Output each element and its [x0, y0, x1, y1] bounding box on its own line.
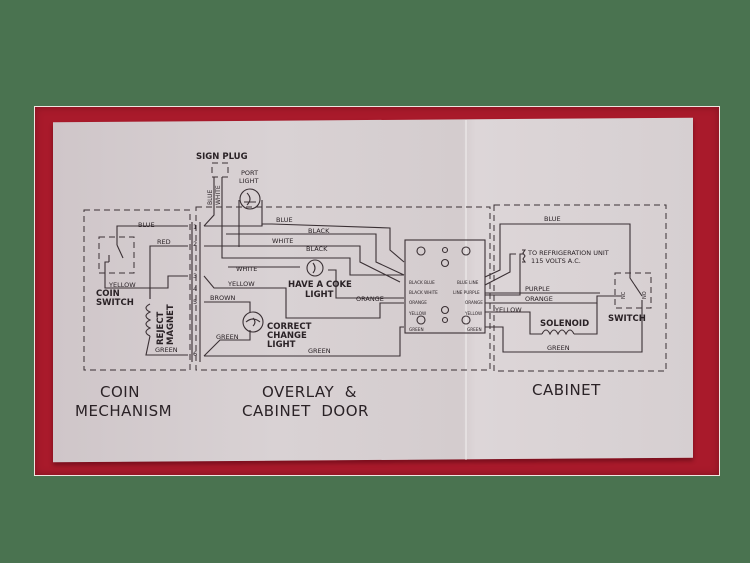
- wire-label-red: RED: [157, 238, 171, 246]
- refrigeration-label: TO REFRIGERATION UNIT: [527, 249, 609, 257]
- wire-label-door-white: WHITE: [272, 237, 293, 245]
- coin-mechanism-title-2: MECHANISM: [75, 402, 172, 420]
- sign-plug-label: SIGN PLUG: [196, 152, 248, 162]
- coke-light-bulb-icon: [306, 259, 324, 277]
- sheet-fold-line: [465, 120, 467, 460]
- sign-plug-icon: [211, 162, 229, 178]
- wire-label-door-blue: BLUE: [276, 216, 293, 224]
- door-wiring: BLUE BLACK WHITE BLACK WHITE YELLOW ORAN…: [203, 216, 405, 357]
- junction-row-3-left: ORANGE: [409, 300, 427, 305]
- change-light-label-2: CHANGE: [267, 331, 307, 341]
- junction-row-1-left: BLACK BLUE: [409, 280, 435, 285]
- wire-label-cab-yellow: YELLOW: [494, 306, 522, 314]
- terminal-4: 4: [193, 285, 197, 293]
- change-light-label: CORRECT: [267, 322, 312, 332]
- junction-row-3-right: ORANGE: [465, 300, 483, 305]
- coin-mechanism-box: [83, 209, 191, 371]
- coin-switch-label: COIN: [96, 289, 120, 299]
- sign-plug-group: SIGN PLUG BLUE WHITE PORT LIGHT: [196, 152, 263, 259]
- wire-label-cab-orange: ORANGE: [525, 295, 553, 303]
- section-boxes: [83, 204, 667, 372]
- terminal-6: 6: [193, 350, 197, 358]
- reject-magnet-label: REJECT: [156, 311, 166, 345]
- wire-label-door-green-2: GREEN: [308, 347, 331, 355]
- junction-box: BLACK BLUE BLUE LINE BLACK WHITE LINE PU…: [404, 239, 486, 334]
- junction-row-1-right: BLUE LINE: [457, 280, 479, 285]
- port-light-label: PORT: [241, 169, 258, 177]
- wire-label-door-yellow: YELLOW: [227, 280, 255, 288]
- reject-magnet-coil-icon: [145, 303, 152, 337]
- port-light-bulb-icon: [239, 188, 261, 210]
- change-light-bulb-icon: [242, 311, 264, 333]
- wire-label-cab-purple: PURPLE: [525, 285, 550, 293]
- wire-label-door-black-2: BLACK: [306, 245, 328, 253]
- terminal-5: 5: [193, 298, 197, 306]
- cabinet-box: [493, 204, 667, 372]
- wire-label-sign-white: WHITE: [215, 185, 222, 205]
- coin-switch-box: [98, 236, 135, 274]
- wire-label-door-brown: BROWN: [210, 294, 236, 302]
- terminal-strip: 1 2 3 4 5 6: [191, 222, 201, 362]
- solenoid-label: SOLENOID: [540, 319, 589, 329]
- wire-label-blue: BLUE: [138, 221, 155, 229]
- overlay-door-box: [195, 206, 491, 371]
- wire-label-green: GREEN: [155, 346, 178, 354]
- section-labels: COIN MECHANISM OVERLAY & CABINET DOOR CA…: [75, 381, 601, 420]
- coin-switch-label-2: SWITCH: [96, 298, 134, 308]
- refrigeration-plug-icon: [522, 249, 527, 263]
- wire-label-door-white-2: WHITE: [236, 265, 257, 273]
- terminal-1: 1: [193, 223, 197, 231]
- coke-light-label-2: LIGHT: [305, 290, 334, 300]
- overlay-door-title-2: CABINET DOOR: [242, 402, 369, 420]
- junction-row-5-left: GREEN: [409, 327, 424, 332]
- junction-row-2-left: BLACK WHITE: [409, 290, 438, 295]
- wire-label-door-black-1: BLACK: [308, 227, 330, 235]
- terminal-3: 3: [193, 272, 197, 280]
- switch-no-label: NO: [642, 291, 648, 299]
- junction-row-4-right: YELLOW: [464, 311, 482, 316]
- coin-mechanism-title: COIN: [100, 383, 140, 401]
- switch-label: SWITCH: [608, 314, 646, 324]
- coin-mechanism: BLUE RED YELLOW COIN SWITCH REJECT MAGNE…: [96, 221, 188, 356]
- solenoid-coil-icon: [541, 329, 575, 336]
- change-light-label-3: LIGHT: [267, 340, 296, 350]
- wire-label-yellow: YELLOW: [108, 281, 136, 289]
- switch-nc-label: NC: [621, 291, 627, 299]
- wire-label-sign-blue: BLUE: [207, 189, 214, 205]
- wire-label-cab-blue: BLUE: [544, 215, 561, 223]
- junction-row-4-left: YELLOW: [408, 311, 426, 316]
- cabinet-wiring: TO REFRIGERATION UNIT 115 VOLTS A.C. NC …: [484, 215, 652, 353]
- coke-light-label: HAVE A COKE: [288, 280, 352, 290]
- port-light-label-2: LIGHT: [239, 177, 258, 185]
- wire-label-door-orange: ORANGE: [356, 295, 384, 303]
- junction-row-2-right: LINE PURPLE: [453, 290, 480, 295]
- cabinet-title: CABINET: [532, 381, 601, 399]
- wire-label-door-green-1: GREEN: [216, 333, 239, 341]
- junction-row-5-right: GREEN: [467, 327, 482, 332]
- terminal-2: 2: [193, 240, 197, 248]
- reject-magnet-label-2: MAGNET: [166, 304, 176, 345]
- wire-label-cab-green: GREEN: [547, 344, 570, 352]
- overlay-door-title: OVERLAY &: [262, 383, 357, 401]
- switch-box: [614, 272, 652, 309]
- refrigeration-label-2: 115 VOLTS A.C.: [531, 257, 581, 265]
